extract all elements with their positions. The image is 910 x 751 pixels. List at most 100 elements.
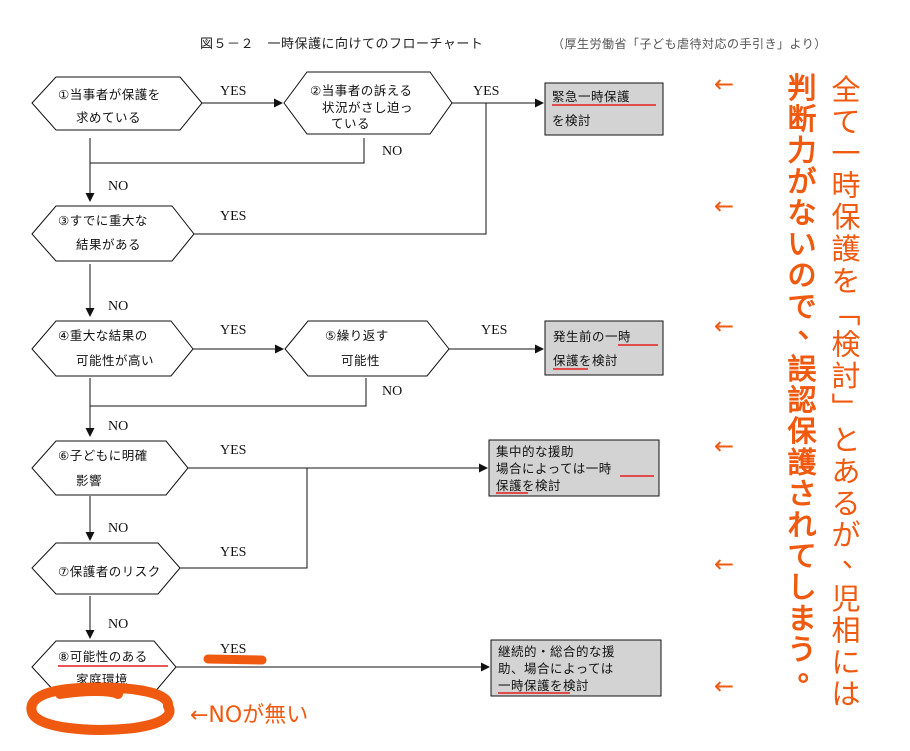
annotation-glyph: 、	[842, 540, 871, 574]
outcome-o4: 継続的・総合的な援 助、場合によっては 一時保護を検討	[490, 639, 662, 697]
outcome-text: 保護を検討	[553, 353, 618, 368]
connector-d3-yes	[194, 103, 487, 235]
decision-text: ⑧可能性のある	[58, 649, 148, 664]
decision-text: 求めている	[76, 110, 141, 125]
no-label: NO	[382, 384, 402, 399]
annotation-arrow: ←	[714, 432, 734, 460]
no-label: NO	[108, 179, 128, 194]
annotation-glyph: 一	[831, 137, 860, 171]
outcome-text: 緊急一時保護	[552, 89, 630, 104]
annotation-glyph: 。	[798, 654, 827, 688]
decision-text: 結果がある	[76, 237, 141, 252]
connector-d7-yes	[180, 468, 308, 569]
outcome-o1: 緊急一時保護 を検討	[544, 82, 664, 136]
yes-label: YES	[220, 443, 246, 458]
missing-no-circle	[26, 682, 175, 735]
connector-d2-no	[90, 138, 365, 164]
annotation-glyph: い	[787, 227, 816, 261]
annotation-glyph: の	[787, 258, 816, 292]
outcome-o2: 発生前の一時 保護を検討	[544, 320, 664, 376]
annotation-glyph: と	[831, 423, 860, 457]
annotation-arrow: ←	[714, 312, 734, 340]
decision-d3: ③すでに重大な 結果がある	[31, 205, 195, 262]
annotation-glyph: う	[787, 633, 816, 667]
outcome-text: を検討	[552, 113, 591, 128]
outcome-text: 場合によっては一時	[496, 461, 612, 476]
outcome-o3: 集中的な援助 場合によっては一時 保護を検討	[488, 439, 660, 497]
decision-text: 可能性	[341, 353, 380, 368]
yes-label: YES	[220, 84, 246, 99]
decision-text: 可能性が高い	[76, 353, 154, 368]
connectors	[85, 98, 544, 672]
decision-text: ている	[331, 116, 370, 131]
decision-text: ④重大な結果の	[58, 328, 148, 343]
no-label: NO	[108, 299, 128, 314]
yes-label: YES	[481, 323, 507, 338]
decision-text: 影響	[76, 473, 102, 488]
annotation-glyph: 時	[831, 168, 860, 202]
annotation-glyph: ﹁	[831, 296, 860, 330]
annotation-glyph: 判	[787, 71, 816, 105]
decision-text: ⑤繰り返す	[325, 328, 389, 343]
decision-d6: ⑥子どもに明確 影響	[31, 440, 189, 496]
outcome-text: 集中的な援助	[496, 444, 574, 459]
no-label: NO	[382, 144, 402, 159]
decision-text: ⑥子どもに明確	[58, 448, 148, 463]
outcome-text: 一時保護を検討	[498, 678, 589, 693]
decision-d7: ⑦保護者のリスク	[31, 542, 181, 595]
decision-d4: ④重大な結果の 可能性が高い	[31, 320, 194, 377]
annotation-glyph: て	[787, 539, 816, 573]
annotation-glyph: 全	[831, 73, 860, 107]
yes-highlight-mark	[203, 654, 267, 665]
annotation-glyph: 誤	[787, 352, 816, 386]
outcome-text: 継続的・総合的な援	[498, 644, 615, 659]
annotation-glyph: 児	[831, 582, 860, 616]
annotation-arrow: ←	[714, 550, 734, 578]
decision-text: 状況がさし迫っ	[322, 100, 413, 115]
annotation-glyph: さ	[787, 477, 816, 511]
no-label: NO	[108, 617, 128, 632]
no-missing-note: ←NOが無い	[190, 703, 308, 728]
annotation-glyph: あ	[831, 455, 860, 489]
annotation-glyph: を	[831, 264, 860, 298]
figure-source: （厚生労働省「子ども虐待対応の手引き」より）	[552, 37, 827, 51]
annotation-glyph: 、	[798, 310, 827, 344]
yes-label: YES	[220, 209, 246, 224]
decision-text: ⑦保護者のリスク	[58, 564, 161, 579]
annotation-glyph: る	[831, 486, 860, 520]
annotation-glyph: は	[831, 677, 860, 711]
decision-d1: ①当事者が保護を 求めている	[31, 76, 203, 131]
no-label: NO	[108, 521, 128, 536]
annotation-glyph: が	[787, 165, 816, 199]
annotation-glyph: 保	[831, 200, 860, 234]
decision-text: ①当事者が保護を	[58, 87, 161, 102]
yes-label: YES	[220, 323, 246, 338]
annotation-glyph: ﹂	[831, 391, 860, 425]
annotation-arrows: ← ← ← ← ← ←	[714, 70, 734, 700]
annotation-arrow: ←	[714, 192, 734, 220]
no-label: NO	[108, 419, 128, 434]
outcome-text: 保護を検討	[496, 478, 561, 493]
annotation-glyph: が	[831, 518, 860, 552]
annotation-glyph: 護	[787, 445, 817, 479]
branch-labels: YES YES NO NO YES NO YES YES NO NO YES N…	[108, 84, 507, 657]
annotation-glyph: て	[831, 105, 860, 139]
annotation-glyph: し	[787, 570, 816, 604]
annotation-glyph: で	[787, 289, 816, 323]
annotation-glyph: 認	[787, 383, 816, 417]
yes-label: YES	[473, 84, 499, 99]
annotation-glyph: 検	[831, 327, 860, 361]
decision-d2: ②当事者の訴える 状況がさし迫っ ている	[283, 71, 453, 135]
connector-d5-no	[90, 378, 367, 407]
yes-label: YES	[220, 545, 246, 560]
decision-text: ②当事者の訴える	[310, 83, 412, 98]
annotation-arrow: ←	[714, 70, 734, 98]
annotation-glyph: 相	[831, 614, 860, 648]
outcome-text: 助、場合によっては	[498, 661, 614, 676]
figure-title: 図５－２ 一時保護に向けてのフローチャート	[200, 36, 483, 52]
yes-label: YES	[220, 642, 246, 657]
